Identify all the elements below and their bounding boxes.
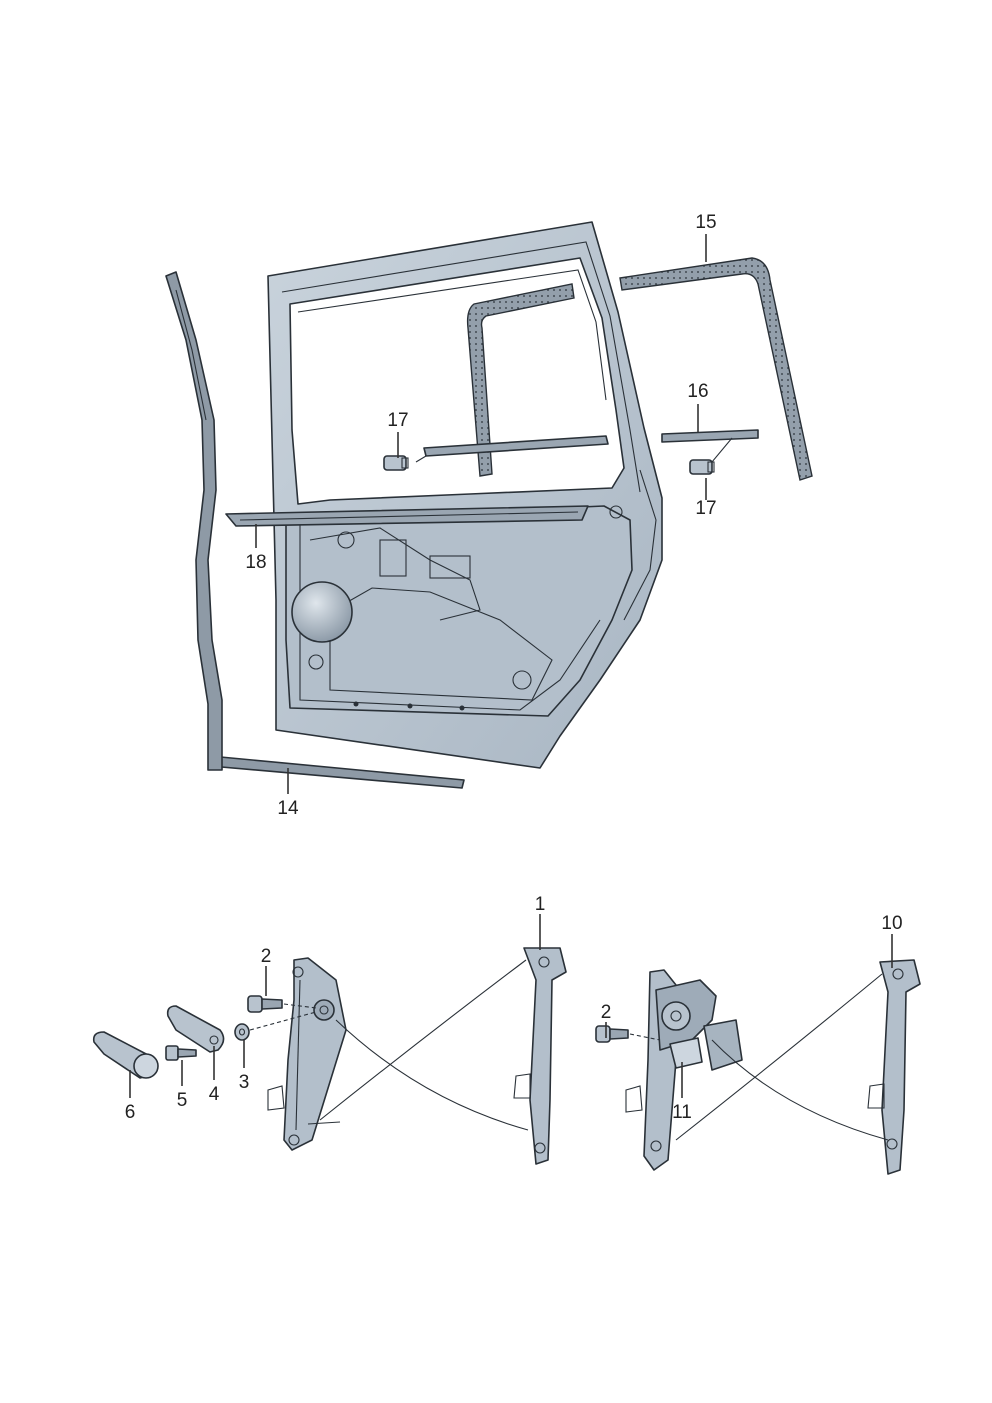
bottom-seal-strip bbox=[209, 755, 465, 789]
door-shell bbox=[267, 221, 663, 769]
speaker-opening-icon bbox=[291, 581, 353, 643]
callout-15: 15 bbox=[695, 212, 716, 233]
callout-11: 11 bbox=[672, 1102, 692, 1123]
callout-6: 6 bbox=[125, 1102, 136, 1123]
leader-lines bbox=[129, 234, 893, 1098]
guide-rail bbox=[415, 429, 759, 463]
manual-window-regulator bbox=[267, 947, 567, 1165]
crank-handle-outer bbox=[92, 1031, 159, 1079]
pillar-seal bbox=[165, 271, 223, 771]
window-seal bbox=[466, 257, 813, 481]
callout-2-right: 2 bbox=[601, 1002, 612, 1023]
callout-14: 14 bbox=[277, 798, 299, 819]
callout-17-left: 17 bbox=[387, 410, 408, 431]
callout-4: 4 bbox=[209, 1084, 220, 1105]
callout-3: 3 bbox=[239, 1072, 250, 1093]
clip-left bbox=[383, 455, 409, 471]
callout-1: 1 bbox=[535, 894, 546, 915]
callout-18: 18 bbox=[245, 552, 266, 573]
power-window-regulator bbox=[625, 959, 921, 1175]
clip-right bbox=[689, 459, 715, 475]
callout-5: 5 bbox=[177, 1090, 188, 1111]
callout-17-right: 17 bbox=[695, 498, 716, 519]
bolt-left bbox=[247, 995, 317, 1013]
window-channel-strip bbox=[225, 505, 589, 527]
callout-labels: 15 16 17 17 18 14 1 10 2 2 3 4 5 6 11 bbox=[125, 212, 903, 1123]
callout-2-left: 2 bbox=[261, 946, 272, 967]
callout-10: 10 bbox=[881, 913, 902, 934]
washer bbox=[234, 1011, 317, 1041]
callout-16: 16 bbox=[687, 381, 708, 402]
crank-handle-inner bbox=[166, 1005, 225, 1053]
screw bbox=[165, 1045, 197, 1061]
